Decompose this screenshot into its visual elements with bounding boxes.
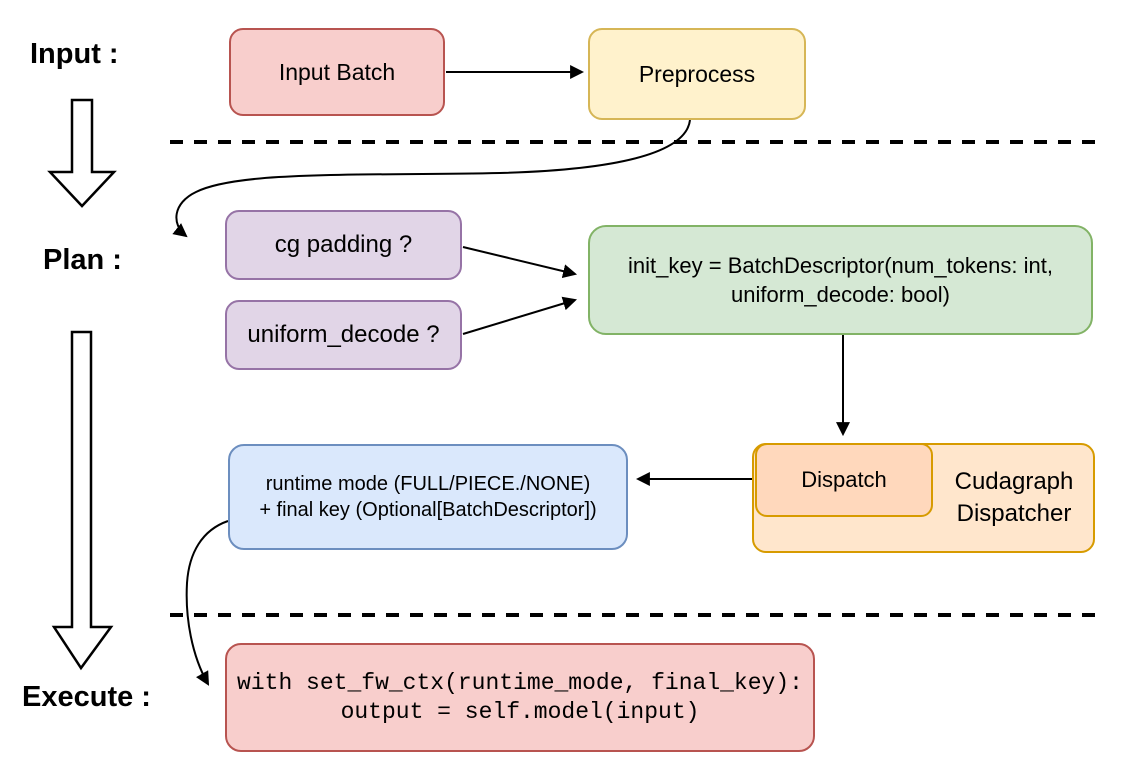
node-execute-code: with set_fw_ctx(runtime_mode, final_key)… <box>225 643 815 752</box>
edge-runtime-to-executecode <box>185 520 229 686</box>
node-preprocess: Preprocess <box>588 28 806 120</box>
node-init-key-line1: init_key = BatchDescriptor(num_tokens: i… <box>628 252 1053 278</box>
node-preprocess-label: Preprocess <box>638 60 756 87</box>
node-input-batch: Input Batch <box>229 28 445 116</box>
stage-label-input: Input : <box>30 38 119 70</box>
node-input-batch-label: Input Batch <box>278 58 396 85</box>
cudagraph-label-line2: Dispatcher <box>956 500 1072 527</box>
node-cg-padding: cg padding ? <box>225 210 462 280</box>
node-dispatch: Dispatch <box>755 443 933 517</box>
node-runtime-line2: + final key (Optional[BatchDescriptor]) <box>259 499 597 521</box>
cudagraph-label-line1: Cudagraph <box>954 467 1074 495</box>
node-cg-padding-label: cg padding ? <box>274 231 413 259</box>
edge-uniformdecode-to-initkey <box>462 296 578 335</box>
node-uniform-decode-label: uniform_decode ? <box>247 321 440 349</box>
input-stage-arrow-icon <box>47 98 117 208</box>
node-init-key: init_key = BatchDescriptor(num_tokens: i… <box>588 225 1093 335</box>
execute-code-line1: with set_fw_ctx(runtime_mode, final_key)… <box>237 669 803 696</box>
stage-label-plan: Plan : <box>43 244 122 276</box>
plan-stage-arrow-icon <box>51 330 114 671</box>
edge-cgpadding-to-initkey <box>462 246 578 279</box>
node-dispatch-label: Dispatch <box>801 467 887 493</box>
node-runtime-mode: runtime mode (FULL/PIECE./NONE) + final … <box>228 444 628 550</box>
node-uniform-decode: uniform_decode ? <box>225 300 462 370</box>
node-runtime-line1: runtime mode (FULL/PIECE./NONE) <box>265 472 591 495</box>
execute-code-line2: output = self.model(input) <box>340 698 700 725</box>
edge-preprocess-to-cgpadding <box>172 119 691 238</box>
node-init-key-line2: uniform_decode: bool) <box>731 282 950 307</box>
node-cudagraph-dispatcher-label: Cudagraph Dispatcher <box>935 453 1093 543</box>
stage-label-execute: Execute : <box>22 681 151 713</box>
